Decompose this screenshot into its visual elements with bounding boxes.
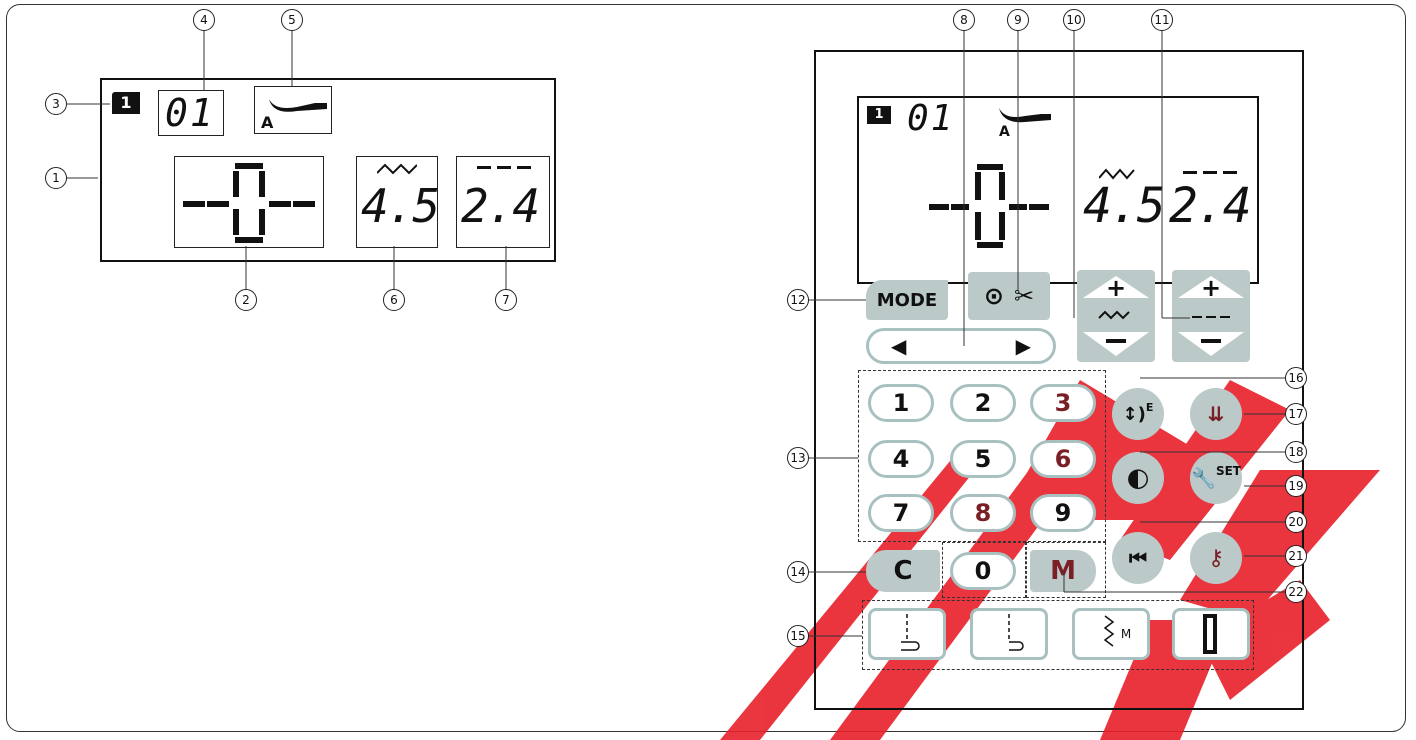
arrow-key-bar[interactable]: ◀ ▶ bbox=[866, 328, 1056, 364]
callout-12: 12 bbox=[787, 289, 809, 311]
scissors-icon: ✂ bbox=[1014, 282, 1035, 310]
stitch-width-value: 4.5 bbox=[361, 179, 440, 233]
straight-stitch-icon bbox=[1183, 171, 1237, 174]
callout-2: 2 bbox=[235, 289, 257, 311]
pattern-number-display: 01 bbox=[165, 91, 215, 135]
callout-21: 21 bbox=[1285, 545, 1307, 567]
center-value-box bbox=[174, 156, 324, 248]
callout-15: 15 bbox=[787, 625, 809, 647]
stitch-length-box: 2.4 bbox=[456, 156, 550, 248]
right-arrow-icon[interactable]: ▶ bbox=[1015, 334, 1031, 358]
callout-5: 5 bbox=[281, 9, 303, 31]
length-plus-minus-icon: + bbox=[1178, 274, 1244, 356]
memory-icon: 1 bbox=[112, 92, 140, 114]
mode-button[interactable]: MODE bbox=[866, 280, 948, 320]
foot-letter: A bbox=[261, 113, 274, 132]
callout-6: 6 bbox=[383, 289, 405, 311]
number-key-1[interactable]: 1 bbox=[868, 384, 934, 422]
presser-foot-icon bbox=[269, 99, 327, 112]
callout-11: 11 bbox=[1151, 9, 1173, 31]
stitch-length-value: 2.4 bbox=[461, 179, 540, 233]
mode-label: MODE bbox=[876, 289, 938, 311]
stitch-length-value: 2.4 bbox=[1169, 178, 1252, 234]
stitch-width-value: 4.5 bbox=[1083, 178, 1166, 234]
callout-10: 10 bbox=[1063, 9, 1085, 31]
foot-letter: A bbox=[999, 124, 1010, 140]
stitch-length-adjust-key[interactable]: + bbox=[1172, 270, 1250, 362]
left-arrow-icon[interactable]: ◀ bbox=[891, 334, 907, 358]
svg-text:+: + bbox=[1106, 274, 1126, 302]
panel-lcd: 1 01 A 4.5 2.4 bbox=[857, 96, 1259, 284]
lcd-display: 1 01 A 4.5 bbox=[100, 78, 556, 262]
callout-19: 19 bbox=[1285, 475, 1307, 497]
callout-18: 18 bbox=[1285, 441, 1307, 463]
callout-13: 13 bbox=[787, 447, 809, 469]
callout-16: 16 bbox=[1285, 367, 1307, 389]
callout-17: 17 bbox=[1285, 403, 1307, 425]
thread-cutter-button[interactable]: ⊙ ✂ bbox=[968, 272, 1050, 320]
memory-icon: 1 bbox=[867, 106, 891, 124]
pattern-number-display: 01 bbox=[907, 98, 955, 139]
straight-stitch-icon bbox=[477, 166, 531, 169]
svg-text:+: + bbox=[1201, 274, 1221, 302]
stitch-width-adjust-key[interactable]: + bbox=[1077, 270, 1155, 362]
callout-8: 8 bbox=[953, 9, 975, 31]
width-plus-minus-icon: + bbox=[1083, 274, 1149, 356]
callout-4: 4 bbox=[193, 9, 215, 31]
zigzag-icon bbox=[1099, 168, 1135, 180]
center-value-segment bbox=[183, 163, 315, 243]
presser-foot-icon bbox=[999, 108, 1051, 123]
needle-position-icon: ⊙ bbox=[983, 282, 1004, 310]
presser-foot-box: A bbox=[254, 86, 332, 134]
pattern-number-box: 01 bbox=[158, 90, 224, 136]
callout-7: 7 bbox=[495, 289, 517, 311]
callout-20: 20 bbox=[1285, 511, 1307, 533]
callout-22: 22 bbox=[1285, 581, 1307, 603]
callout-9: 9 bbox=[1007, 9, 1029, 31]
callout-14: 14 bbox=[787, 561, 809, 583]
stitch-width-box: 4.5 bbox=[356, 156, 440, 248]
zigzag-icon bbox=[377, 163, 417, 175]
callout-3: 3 bbox=[45, 93, 67, 115]
callout-1: 1 bbox=[45, 167, 67, 189]
